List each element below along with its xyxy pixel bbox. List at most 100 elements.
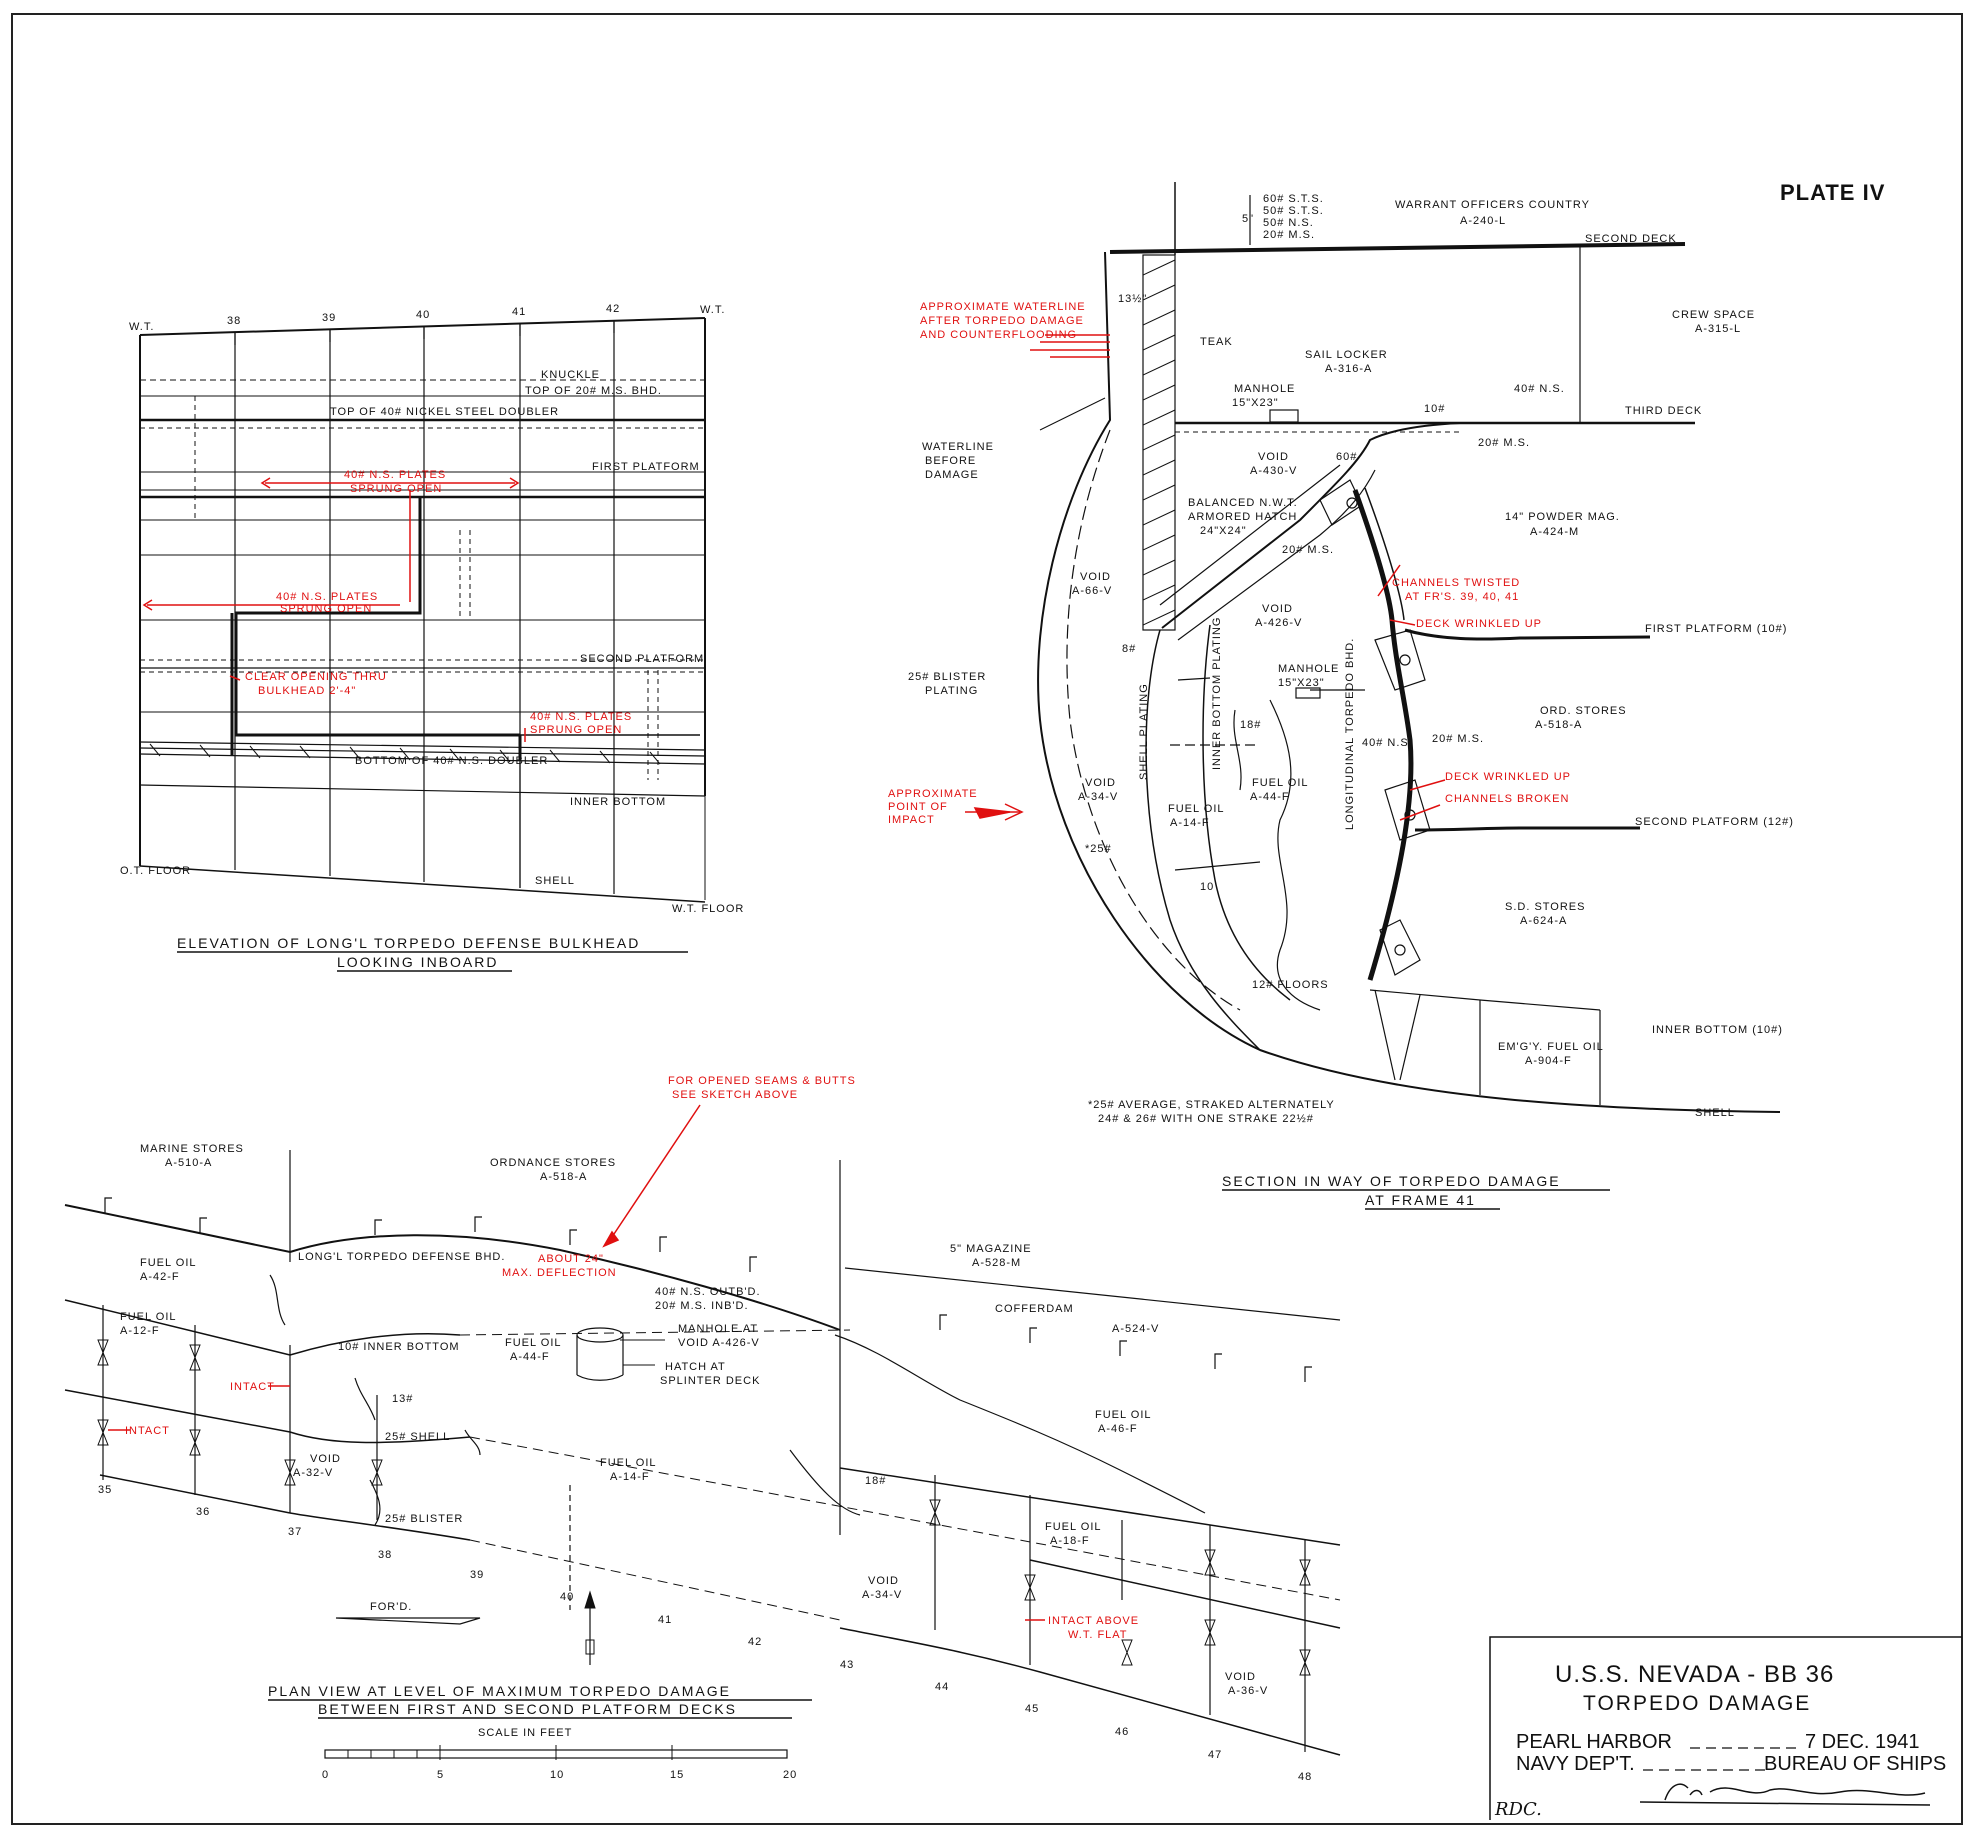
plan-frame-38: 38 bbox=[378, 1549, 392, 1561]
sec-ord-b: A-518-A bbox=[1535, 719, 1582, 731]
sec-note-b: 24# & 26# WITH ONE STRAKE 22½# bbox=[1098, 1113, 1314, 1125]
plan-long-bhd: LONG'L TORPEDO DEFENSE BHD. bbox=[298, 1251, 505, 1263]
plan-cofferdam: COFFERDAM bbox=[995, 1303, 1074, 1315]
sec-crew-b: A-315-L bbox=[1695, 323, 1741, 335]
elev-knuckle: KNUCKLE bbox=[541, 369, 600, 381]
plan-deflection-a: ABOUT 24" bbox=[538, 1253, 604, 1265]
plan-intact-above-a: INTACT ABOVE bbox=[1048, 1615, 1139, 1627]
plan-void32-b: A-32-V bbox=[293, 1467, 333, 1479]
plan-scale-0: 0 bbox=[322, 1769, 329, 1781]
sec-manhole-top-a: MANHOLE bbox=[1234, 383, 1295, 395]
sec-blister-a: 25# BLISTER bbox=[908, 671, 986, 683]
plan-void36-b: A-36-V bbox=[1228, 1685, 1268, 1697]
sec-spec-4: 20# M.S. bbox=[1263, 229, 1315, 241]
section-labels: WARRANT OFFICERS COUNTRY A-240-L 60# S.T… bbox=[888, 193, 1794, 1208]
plan-frame-42: 42 bbox=[748, 1636, 762, 1648]
plan-intact-above-b: W.T. FLAT bbox=[1068, 1629, 1128, 1641]
sec-inner-bottom-plating: INNER BOTTOM PLATING bbox=[1211, 617, 1223, 770]
frame-39: 39 bbox=[322, 312, 336, 324]
sec-sail-a: SAIL LOCKER bbox=[1305, 349, 1388, 361]
plan-frame-44: 44 bbox=[935, 1681, 949, 1693]
sec-spec-1: 60# S.T.S. bbox=[1263, 193, 1324, 205]
plan-void34-b: A-34-V bbox=[862, 1589, 902, 1601]
plan-title: PLAN VIEW AT LEVEL OF MAXIMUM TORPEDO DA… bbox=[268, 1683, 731, 1699]
elevation-title-underline bbox=[177, 951, 688, 972]
elev-second-platform: SECOND PLATFORM bbox=[580, 653, 704, 665]
elev-shell: SHELL bbox=[535, 875, 575, 887]
sec-void-34-b: A-34-V bbox=[1078, 791, 1118, 803]
sec-shell: SHELL bbox=[1695, 1107, 1735, 1119]
plan-a524: A-524-V bbox=[1112, 1323, 1159, 1335]
plan-inner-bottom: 10# INNER BOTTOM bbox=[338, 1341, 460, 1353]
elev-damage-plates-2b: SPRUNG OPEN bbox=[280, 603, 372, 615]
tb-signature bbox=[1639, 1783, 1931, 1806]
sec-channels-broken: CHANNELS BROKEN bbox=[1445, 793, 1569, 805]
sec-second-deck: SECOND DECK bbox=[1585, 233, 1677, 245]
sec-sd-b: A-624-A bbox=[1520, 915, 1567, 927]
plan-manhole-a: MANHOLE AT bbox=[678, 1323, 758, 1335]
sec-manhole-top-b: 15"X23" bbox=[1232, 397, 1279, 409]
tb-dept: NAVY DEP'T. bbox=[1516, 1753, 1635, 1775]
plan-deflection-b: MAX. DEFLECTION bbox=[502, 1267, 617, 1279]
plan-mag-b: A-528-M bbox=[972, 1257, 1021, 1269]
sec-teak: TEAK bbox=[1200, 336, 1233, 348]
tb-initials: RDC. bbox=[1494, 1799, 1542, 1820]
sec-channels-twisted-b: AT FR'S. 39, 40, 41 bbox=[1405, 591, 1519, 603]
plate-label: PLATE IV bbox=[1780, 180, 1885, 205]
section-title: SECTION IN WAY OF TORPEDO DAMAGE bbox=[1222, 1173, 1561, 1189]
plan-marine-a: MARINE STORES bbox=[140, 1143, 244, 1155]
elev-damage-plates-3a: 40# N.S. PLATES bbox=[530, 711, 632, 723]
elev-damage-plates-3b: SPRUNG OPEN bbox=[530, 724, 622, 736]
sec-spec-2: 50# S.T.S. bbox=[1263, 205, 1324, 217]
elevation-labels: W.T. W.T. 38 39 40 41 42 KNUCKLE TOP OF … bbox=[120, 303, 743, 970]
sec-60: 60# bbox=[1336, 451, 1357, 463]
sec-eighteen: 18# bbox=[1240, 719, 1261, 731]
elev-damage-plates-1b: SPRUNG OPEN bbox=[350, 483, 442, 495]
sec-void-34-a: VOID bbox=[1085, 777, 1116, 789]
elev-first-platform: FIRST PLATFORM bbox=[592, 461, 700, 473]
elev-bottom-doubler: BOTTOM OF 40# N.S. DOUBLER bbox=[355, 755, 548, 767]
plan-plating-a: 40# N.S. OUTB'D. bbox=[655, 1286, 761, 1298]
sec-sd-a: S.D. STORES bbox=[1505, 901, 1585, 913]
sec-void-426-b: A-426-V bbox=[1255, 617, 1302, 629]
sec-powder-a: 14" POWDER MAG. bbox=[1505, 511, 1620, 523]
section-title-underline bbox=[1222, 1189, 1610, 1210]
plan-fuel44-a: FUEL OIL bbox=[505, 1337, 562, 1349]
plan-manhole-b: VOID A-426-V bbox=[678, 1337, 760, 1349]
plan-scale-5: 5 bbox=[437, 1769, 444, 1781]
sec-void-66-b: A-66-V bbox=[1072, 585, 1112, 597]
sec-hatch-c: 24"X24" bbox=[1200, 525, 1247, 537]
sec-10-top: 10# bbox=[1424, 403, 1445, 415]
sec-sail-b: A-316-A bbox=[1325, 363, 1372, 375]
plan-blister: 25# BLISTER bbox=[385, 1513, 463, 1525]
sec-second-platform: SECOND PLATFORM (12#) bbox=[1635, 816, 1794, 828]
sec-emgy-b: A-904-F bbox=[1525, 1055, 1572, 1067]
elevation-drawing bbox=[139, 317, 706, 903]
plan-ord-a: ORDNANCE STORES bbox=[490, 1157, 616, 1169]
section-damage-marks bbox=[965, 334, 1446, 821]
sec-deck-wrinkled-1: DECK WRINKLED UP bbox=[1416, 618, 1542, 630]
elev-opening-b: BULKHEAD 2'-4" bbox=[258, 685, 356, 697]
sec-40ns-mid: 40# N.S. bbox=[1362, 737, 1413, 749]
plan-fuel12-a: FUEL OIL bbox=[120, 1311, 177, 1323]
sec-powder-b: A-424-M bbox=[1530, 526, 1579, 538]
plan-title-underline bbox=[268, 1699, 812, 1760]
sec-40ns: 40# N.S. bbox=[1514, 383, 1565, 395]
tb-ship: U.S.S. NEVADA - BB 36 bbox=[1555, 1661, 1834, 1688]
plan-void36-a: VOID bbox=[1225, 1671, 1256, 1683]
plan-seams-a: FOR OPENED SEAMS & BUTTS bbox=[668, 1075, 856, 1087]
plan-ord-b: A-518-A bbox=[540, 1171, 587, 1183]
plan-plating-b: 20# M.S. INB'D. bbox=[655, 1300, 749, 1312]
sec-void-430-a: VOID bbox=[1258, 451, 1289, 463]
sec-warrant-a: WARRANT OFFICERS COUNTRY bbox=[1395, 199, 1590, 211]
sec-wl-after-c: AND COUNTERFLOODING bbox=[920, 329, 1077, 341]
sec-eight: 8# bbox=[1122, 643, 1136, 655]
sec-shell-plating: SHELL PLATING bbox=[1138, 683, 1150, 780]
plan-frame-45: 45 bbox=[1025, 1703, 1039, 1715]
plan-frame-43: 43 bbox=[840, 1659, 854, 1671]
sec-ord-a: ORD. STORES bbox=[1540, 705, 1627, 717]
sec-impact-a: APPROXIMATE bbox=[888, 788, 978, 800]
sec-hatch-b: ARMORED HATCH bbox=[1188, 511, 1297, 523]
elev-top-doubler: TOP OF 40# NICKEL STEEL DOUBLER bbox=[330, 406, 559, 418]
